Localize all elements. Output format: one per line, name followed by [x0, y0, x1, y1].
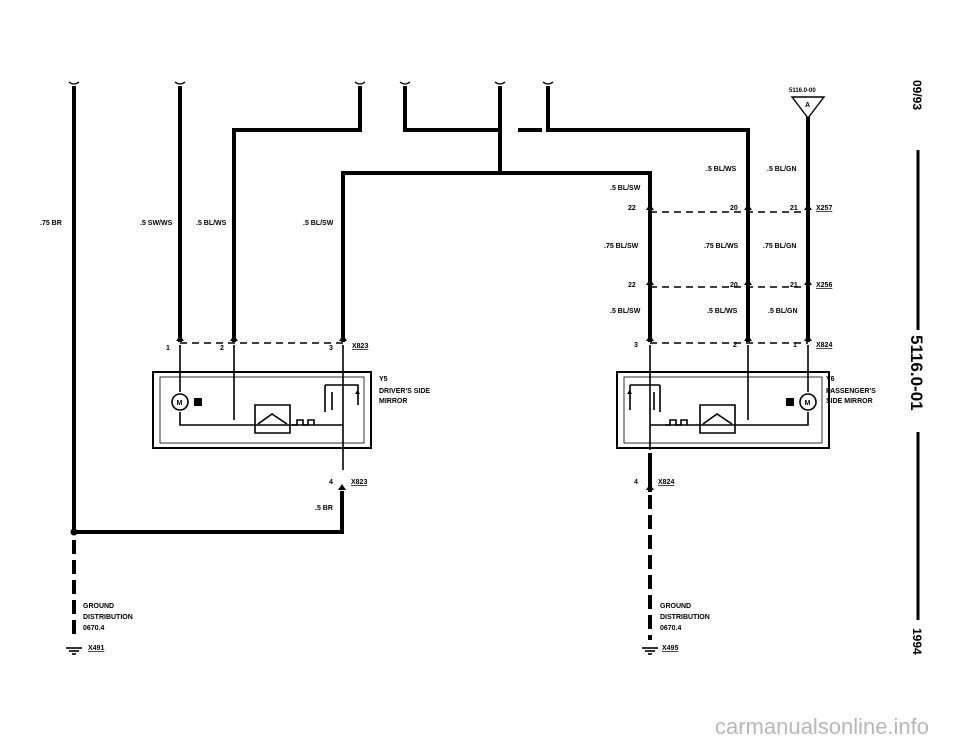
- y5-brush: [194, 398, 202, 406]
- wire-label-75-br: .75 BR: [40, 220, 62, 227]
- wire-label-5-blws-left: .5 BL/WS: [196, 220, 227, 227]
- y5-name-1: DRIVER'S SIDE: [379, 388, 430, 395]
- connector-x824: X824: [816, 342, 832, 349]
- wire-label-5-swws: .5 SW/WS: [140, 220, 173, 227]
- pin-2-x824: 2: [733, 342, 737, 349]
- wire-label-75-blsw: .75 BL/SW: [604, 243, 639, 250]
- y5-id: Y5: [379, 376, 388, 383]
- ground-right-line3: 0670.4: [660, 625, 682, 632]
- wire-75-br: [72, 86, 344, 534]
- y6-motor-label: M: [805, 400, 811, 407]
- wire-label-75-blgn: .75 BL/GN: [763, 243, 796, 250]
- ground-left-icon: [66, 647, 82, 655]
- wire-bridge-a: [403, 86, 502, 132]
- connector-x491: X491: [88, 645, 104, 652]
- pin-20-x256: 20: [730, 282, 738, 289]
- wire-break-marks: [68, 81, 554, 85]
- y5-motor: [171, 393, 189, 411]
- y6-motor: [799, 393, 817, 411]
- ref-triangle: [790, 96, 826, 120]
- y6-passenger-mirror: M Y6 PASSENGER'S SIDE MIRROR: [616, 345, 876, 450]
- y5-motor-label: M: [177, 400, 183, 407]
- wire-label-5-blws-right-top: .5 BL/WS: [706, 166, 737, 173]
- ground-right-line1: GROUND: [660, 603, 691, 610]
- wire-label-5-blsw-left: .5 BL/SW: [303, 220, 334, 227]
- connector-x256: X256: [816, 282, 832, 289]
- connector-x823-bottom: X823: [351, 479, 367, 486]
- pin-21-x256: 21: [790, 282, 798, 289]
- y5-name-2: MIRROR: [379, 398, 407, 405]
- wire-5-blws-left: [232, 86, 362, 342]
- pin-3-x823: 3: [329, 345, 333, 352]
- connector-dashes: [180, 211, 808, 344]
- y6-name-1: PASSENGER'S: [826, 388, 876, 395]
- ground-right: GROUND DISTRIBUTION 0670.4 X495: [642, 603, 710, 655]
- connector-x495: X495: [662, 645, 678, 652]
- reference-mark: 5116.0-00 A: [789, 88, 826, 120]
- pin-arrows: [176, 204, 812, 490]
- connector-x823: X823: [352, 343, 368, 350]
- ground-left-line2: DISTRIBUTION: [83, 614, 133, 621]
- y6-name-2: SIDE MIRROR: [826, 398, 873, 405]
- pin-22-x256: 22: [628, 282, 636, 289]
- wire-label-5-blsw-right-top: .5 BL/SW: [610, 185, 641, 192]
- y6-box: [616, 371, 830, 449]
- sidebar-year: 1994: [910, 628, 924, 655]
- wire-label-5-blgn-bot: .5 BL/GN: [768, 308, 798, 315]
- y5-box: [152, 371, 372, 449]
- wire-label-5-blsw-right-bot: .5 BL/SW: [610, 308, 641, 315]
- ref-code: 5116.0-00: [789, 88, 816, 94]
- watermark: carmanualsonline.info: [715, 714, 929, 739]
- pin-4-x823: 4: [329, 479, 333, 486]
- ground-left-line1: GROUND: [83, 603, 114, 610]
- wire-label-75-blws: .75 BL/WS: [704, 243, 739, 250]
- connector-x257: X257: [816, 205, 832, 212]
- wire-5-blsw-left: [341, 86, 502, 342]
- sidebar-date: 09/93: [910, 80, 924, 110]
- pin-4-x824: 4: [634, 479, 638, 486]
- wire-right-blws: [546, 86, 750, 342]
- wire-label-5-blws-right-bot: .5 BL/WS: [707, 308, 738, 315]
- wire-lines: [72, 86, 810, 534]
- ref-letter: A: [805, 102, 810, 109]
- wire-label-5-blgn-top: .5 BL/GN: [767, 166, 797, 173]
- pin-21-x257: 21: [790, 205, 798, 212]
- pin-1-x823: 1: [166, 345, 170, 352]
- pin-2-x823: 2: [220, 345, 224, 352]
- ground-right-icon: [642, 647, 658, 655]
- y5-driver-mirror: M Y5 DRIVER'S SIDE MIRROR: [152, 345, 430, 470]
- sidebar: 09/93 5116.0-01 1994: [906, 80, 930, 668]
- pin-20-x257: 20: [730, 205, 738, 212]
- pin-3-x824: 3: [634, 342, 638, 349]
- pin-22-x257: 22: [628, 205, 636, 212]
- ground-left: GROUND DISTRIBUTION 0670.4 X491: [66, 603, 133, 655]
- y6-id: Y6: [826, 376, 835, 383]
- sidebar-code: 5116.0-01: [907, 335, 926, 411]
- wire-label-5-br: .5 BR: [315, 505, 333, 512]
- ground-left-line3: 0670.4: [83, 625, 105, 632]
- ground-right-line2: DISTRIBUTION: [660, 614, 710, 621]
- y6-brush: [786, 398, 794, 406]
- connector-x824-bottom: X824: [658, 479, 674, 486]
- pin-1-x824: 1: [793, 342, 797, 349]
- splice-dots: [70, 528, 78, 536]
